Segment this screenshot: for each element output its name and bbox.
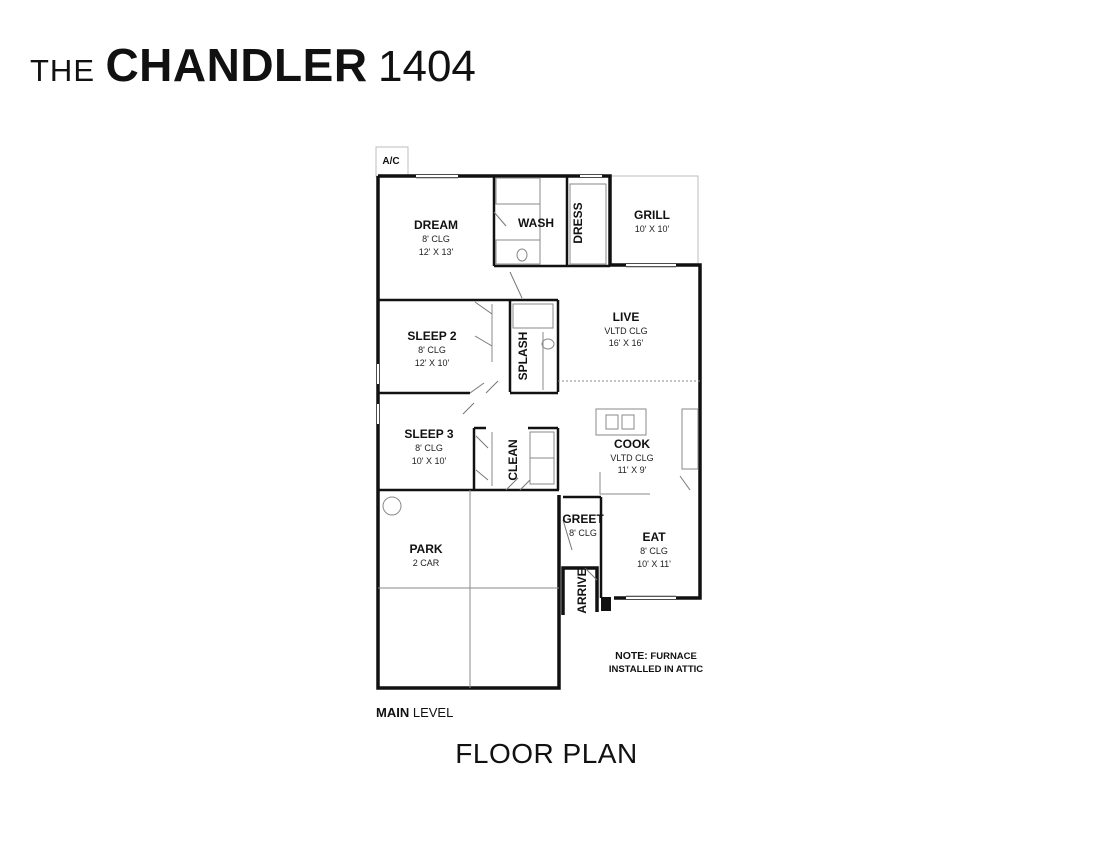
cook-name: COOK <box>614 437 650 451</box>
water-heater <box>382 496 402 516</box>
dream-ceiling: 8' CLG <box>422 234 450 244</box>
eat-ceiling: 8' CLG <box>640 546 668 556</box>
arrive-name: ARRIVE <box>575 568 589 613</box>
wash-toilet <box>516 248 528 262</box>
sleep2-name: SLEEP 2 <box>407 329 456 343</box>
plan-title: THE CHANDLER 1404 <box>30 38 476 92</box>
door-swings <box>462 211 691 581</box>
sleep3-ceiling: 8' CLG <box>415 443 443 453</box>
sleep2-closet-doors <box>474 301 493 347</box>
fridge-pantry <box>681 408 699 470</box>
interior-walls <box>378 176 610 598</box>
dream-door-leaf <box>509 271 523 299</box>
arrive-closet-door <box>584 567 598 581</box>
kitchen-counter <box>599 472 650 495</box>
shower <box>495 177 541 205</box>
sleep2-door-leaf <box>469 380 499 394</box>
park-capacity: 2 CAR <box>413 558 440 568</box>
note-line2: INSTALLED IN ATTIC <box>608 664 704 675</box>
sink-bowl-1 <box>605 414 619 430</box>
eat-size: 10' X 11' <box>637 559 671 569</box>
vanity-counter <box>495 239 541 265</box>
windows <box>377 175 676 599</box>
cook-size: 11' X 9' <box>618 465 647 475</box>
cook-ceiling: VLTD CLG <box>610 453 653 463</box>
sleep3-closet-doors <box>475 435 489 481</box>
grill-size: 10' X 10' <box>635 224 670 234</box>
level-label: MAIN LEVEL <box>376 705 453 720</box>
note-line1: FURNACE <box>650 651 697 662</box>
dream-size: 12' X 13' <box>419 247 454 257</box>
live-size: 16' X 16' <box>609 338 644 348</box>
kitchen-island <box>595 408 647 436</box>
arrive-closet-wall <box>561 566 599 615</box>
furnace-note: NOTE: FURNACE INSTALLED IN ATTIC <box>604 650 708 676</box>
tub <box>512 303 554 329</box>
wash-door-leaf <box>493 211 507 227</box>
dress-closet-shelf <box>569 183 607 265</box>
floor-plan-caption: FLOOR PLAN <box>455 738 638 769</box>
entry-post <box>601 597 611 611</box>
sleep3-size: 10' X 10' <box>412 456 447 466</box>
greet-ceiling: 8' CLG <box>569 528 597 538</box>
dream-name: DREAM <box>414 218 458 232</box>
pantry-door-leaf <box>679 475 691 491</box>
grill-patio-outline <box>610 175 699 265</box>
sleep2-ceiling: 8' CLG <box>418 345 446 355</box>
room-labels: A/C DREAM 8' CLG 12' X 13' WASH DRESS GR… <box>382 156 671 614</box>
level-label-bold: MAIN <box>376 705 410 720</box>
clean-door-leaf <box>505 477 531 491</box>
level-label-rest: LEVEL <box>412 705 454 720</box>
note-label: NOTE: <box>615 650 648 662</box>
greet-name: GREET <box>562 512 604 526</box>
eat-name: EAT <box>642 530 666 544</box>
title-model-number: 1404 <box>378 42 476 91</box>
sink-bowl-2 <box>621 414 635 430</box>
splash-name: SPLASH <box>516 332 530 381</box>
live-ceiling: VLTD CLG <box>604 326 647 336</box>
ac-label: A/C <box>382 156 399 167</box>
exterior-wall-west <box>376 176 561 690</box>
wash-name: WASH <box>518 216 554 230</box>
park-name: PARK <box>409 542 442 556</box>
splash-toilet <box>541 338 555 350</box>
sleep3-name: SLEEP 3 <box>404 427 453 441</box>
greet-door-leaf <box>562 519 573 551</box>
live-name: LIVE <box>613 310 640 324</box>
sleep2-size: 12' X 10' <box>415 358 450 368</box>
title-model-name: CHANDLER <box>105 39 368 91</box>
clean-name: CLEAN <box>506 439 520 480</box>
sleep3-door-leaf <box>462 402 475 415</box>
dress-name: DRESS <box>571 202 585 243</box>
window-sashes <box>416 177 676 597</box>
title-prefix: THE <box>30 53 95 88</box>
grill-name: GRILL <box>634 208 670 222</box>
